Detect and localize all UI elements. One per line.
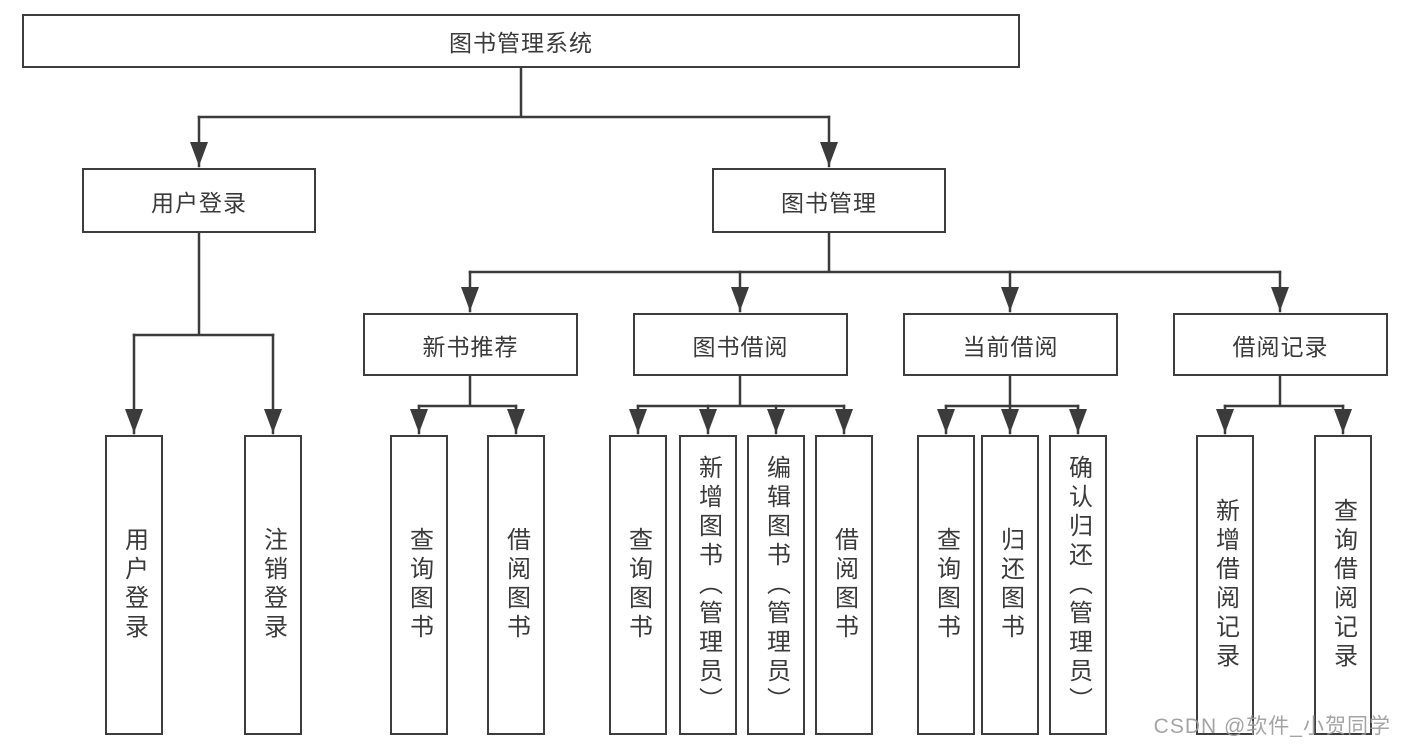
leaf-query-books-current: 查询图书 <box>917 435 975 735</box>
csdn-watermark: CSDN @软件_小贺同学 <box>1153 715 1391 738</box>
leaf-confirm-return-admin: 确认归还（管理员） <box>1049 435 1107 735</box>
leaf-query-books-recommend: 查询图书 <box>390 435 448 735</box>
leaf-borrow-books-recommend: 借阅图书 <box>487 435 545 735</box>
leaf-borrow-books-borrowing: 借阅图书 <box>815 435 873 735</box>
leaf-return-books: 归还图书 <box>981 435 1039 735</box>
leaf-add-book-admin: 新增图书（管理员） <box>679 435 737 735</box>
node-current-borrowing: 当前借阅 <box>903 313 1118 376</box>
leaf-add-borrow-record: 新增借阅记录 <box>1196 435 1254 735</box>
leaf-user-login: 用户登录 <box>105 435 163 735</box>
node-new-book-recommendation: 新书推荐 <box>363 313 578 376</box>
connector-borrowing-records-to-leaves <box>1216 374 1352 435</box>
node-borrowing-records: 借阅记录 <box>1173 313 1388 376</box>
connector-book-management-to-level3 <box>461 231 1289 313</box>
node-user-login: 用户登录 <box>82 168 316 233</box>
node-book-management: 图书管理 <box>712 168 946 233</box>
connector-current-borrowing-to-leaves <box>937 374 1087 435</box>
connector-new-book-to-leaves <box>410 374 525 435</box>
leaf-edit-book-admin: 编辑图书（管理员） <box>747 435 805 735</box>
connector-user-login-to-leaves <box>125 231 282 435</box>
leaf-query-borrow-record: 查询借阅记录 <box>1314 435 1372 735</box>
leaf-query-books-borrowing: 查询图书 <box>609 435 667 735</box>
connector-root-to-level2 <box>190 66 838 168</box>
node-library-management-system: 图书管理系统 <box>22 14 1020 68</box>
connector-book-borrowing-to-leaves <box>629 374 853 435</box>
node-book-borrowing: 图书借阅 <box>633 313 848 376</box>
leaf-logout: 注销登录 <box>244 435 302 735</box>
